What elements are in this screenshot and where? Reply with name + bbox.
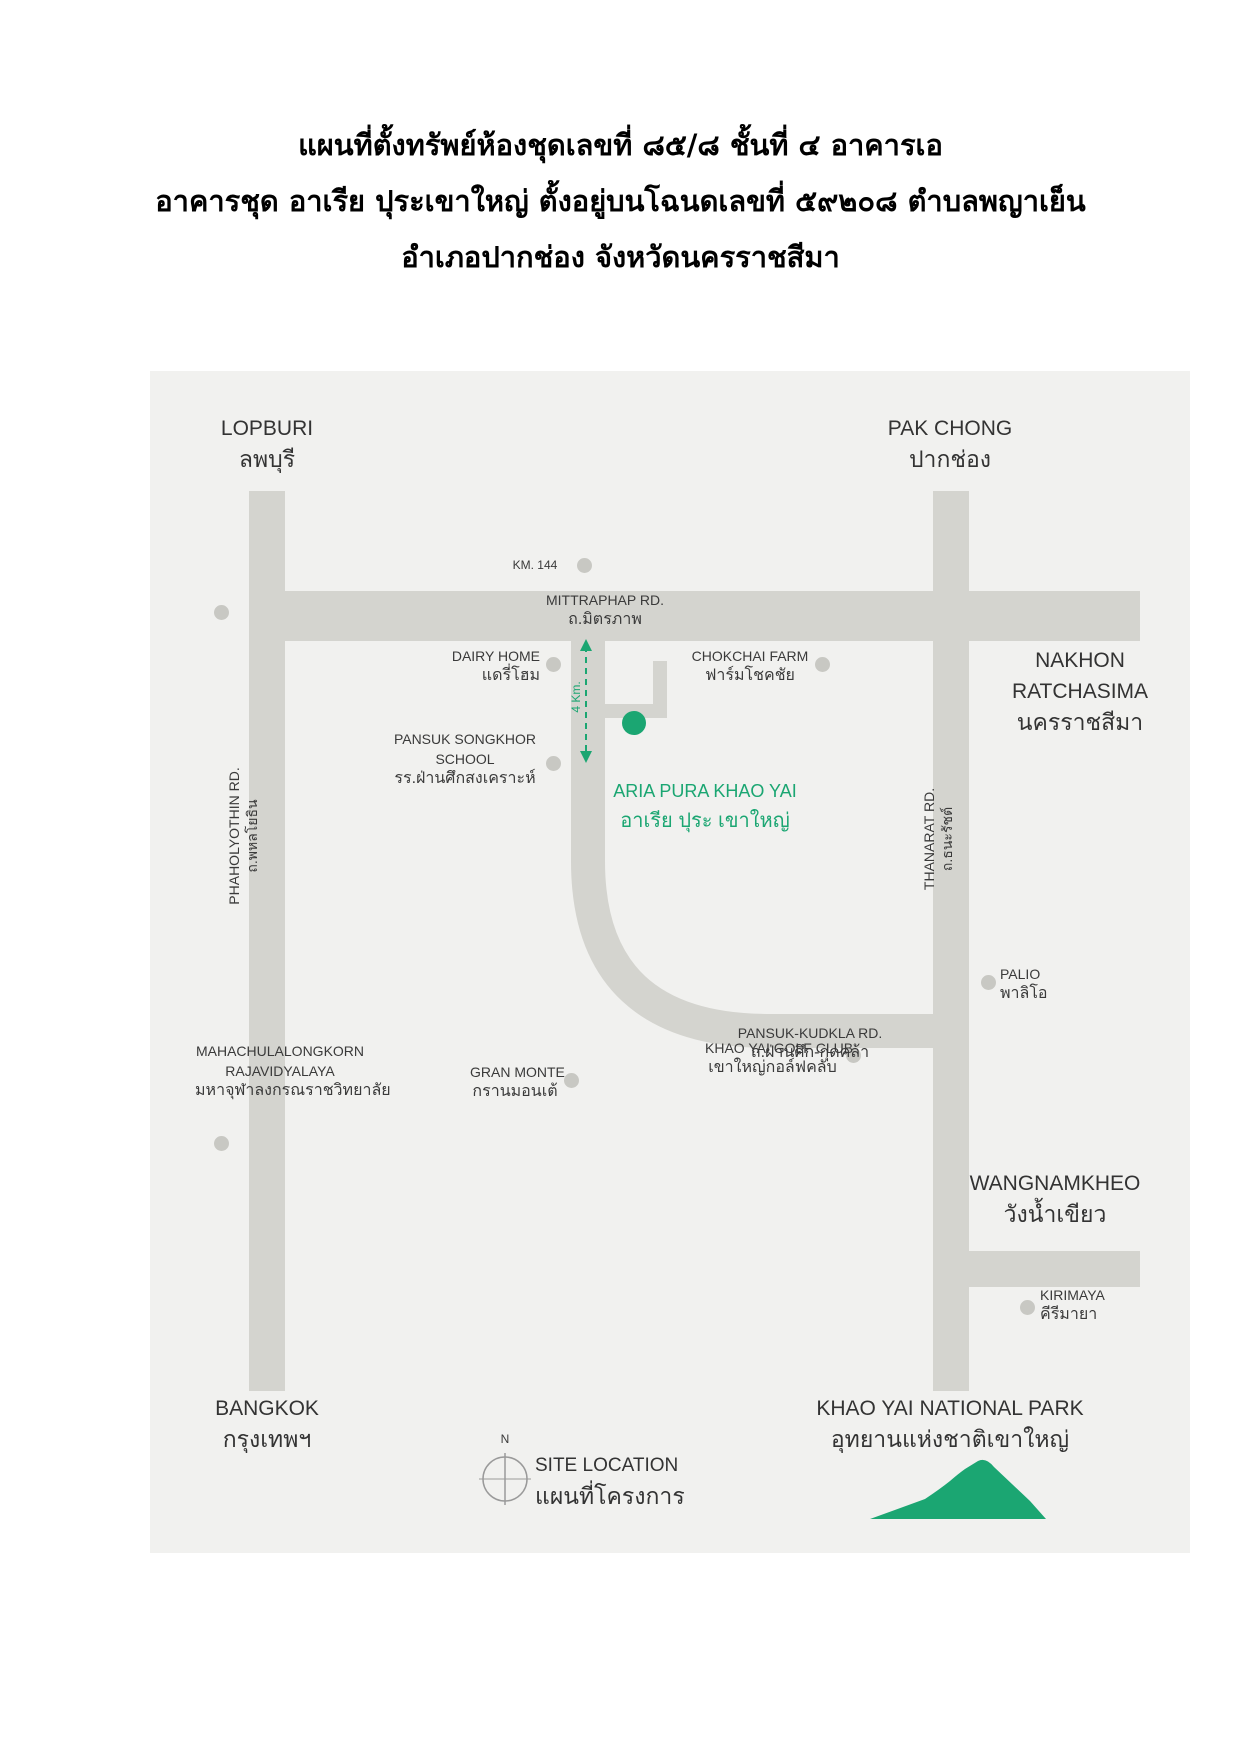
distance-label: 4 Km. [569,681,583,713]
thanarat-road-label: THANARAT RD.ถ.ธนะรัชต์ [921,787,955,891]
phaholyothin-road [249,491,285,1391]
mittraphap-road [249,591,1140,641]
palio-dot [981,975,996,990]
heading-line-2: อาคารชุด อาเรีย ปุระเขาใหญ่ ตั้งอยู่บนโฉ… [155,184,1086,218]
wangnamkheo-branch-road [933,1251,1140,1287]
compass-north-label: N [500,1432,510,1446]
km144-dot [577,558,592,573]
north-compass-icon [479,1453,531,1505]
project-location-marker [622,711,646,735]
heading-line-3: อำเภอปากช่อง จังหวัดนครราชสีมา [401,240,840,274]
dairy-home-dot [546,657,561,672]
heading-line-1: แผนที่ตั้งทรัพย์ห้องชุดเลขที่ ๘๕/๘ ชั้นท… [298,128,943,162]
pansuk-kudkla-road-label: PANSUK-KUDKLA RD.ถ.ฝ่านศึก-กุดคล้า [737,1025,883,1061]
kirimaya-dot [1020,1300,1035,1315]
project-access-road [479,639,1046,1519]
mountain-icon [870,1459,1046,1519]
west-junction-dot [214,605,229,620]
gran-monte-dot [564,1073,579,1088]
pansuk-school-dot [546,756,561,771]
mahachula-dot [214,1136,229,1151]
golf-dot [846,1048,861,1063]
mittraphap-road-label: MITTRAPHAP RD.ถ.มิตรภาพ [546,592,664,628]
thanarat-road [933,491,969,1391]
km144-label: KM. 144 [512,558,558,572]
chokchai-dot [815,657,830,672]
phaholyothin-road-label: PHAHOLYOTHIN RD.ถ.พหลโยธิน [226,767,260,905]
